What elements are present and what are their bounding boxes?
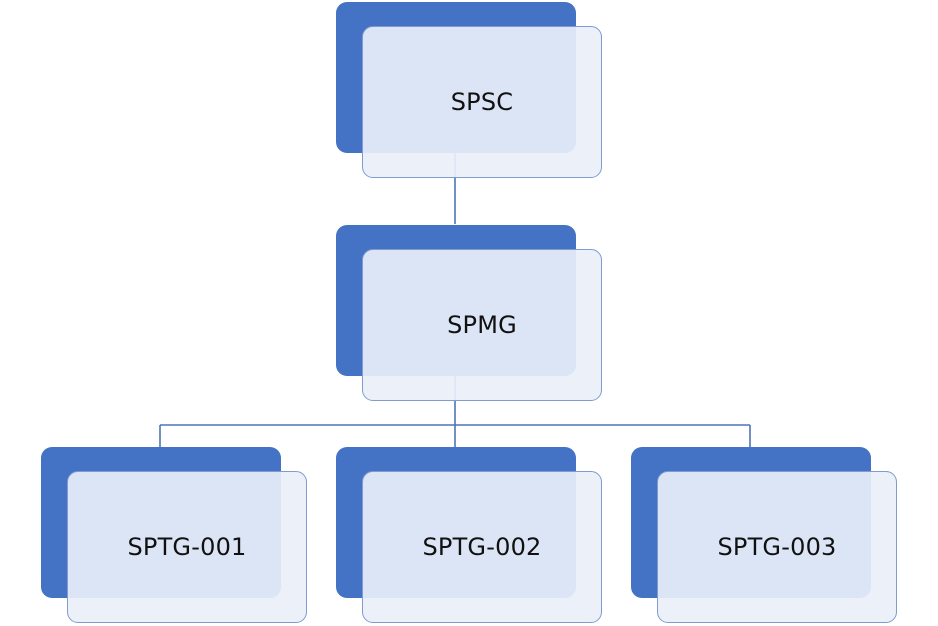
- node-child-3-label: SPTG-003: [717, 533, 837, 561]
- node-middle-label: SPMG: [447, 311, 517, 339]
- node-child-2-box: SPTG-002: [362, 471, 602, 623]
- node-child-3-box: SPTG-003: [657, 471, 897, 623]
- node-child-1: SPTG-001: [41, 447, 309, 625]
- node-child-1-label: SPTG-001: [127, 533, 247, 561]
- node-child-1-box: SPTG-001: [67, 471, 307, 623]
- node-root: SPSC: [336, 2, 604, 180]
- node-root-box: SPSC: [362, 26, 602, 178]
- node-middle: SPMG: [336, 225, 604, 403]
- node-child-3: SPTG-003: [631, 447, 899, 625]
- node-root-label: SPSC: [450, 88, 514, 116]
- node-child-2-label: SPTG-002: [422, 533, 542, 561]
- node-middle-box: SPMG: [362, 249, 602, 401]
- node-child-2: SPTG-002: [336, 447, 604, 625]
